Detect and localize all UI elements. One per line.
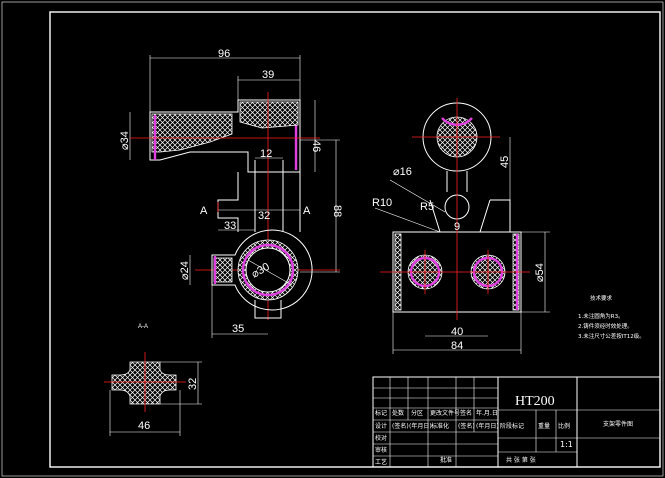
title-block xyxy=(372,376,661,468)
front-view xyxy=(129,55,340,338)
dim-32-section: 32 xyxy=(187,378,199,390)
dim-r5: R5 xyxy=(420,201,434,213)
dim-32: 32 xyxy=(258,210,270,222)
dim-35: 35 xyxy=(232,323,244,335)
row-process: 工艺 xyxy=(375,458,387,466)
dim-88: 88 xyxy=(331,205,343,217)
dim-40: 40 xyxy=(451,326,463,338)
cross-section xyxy=(104,352,202,436)
row-check: 校对 xyxy=(375,434,387,442)
mid-standard: 标准化 xyxy=(431,422,449,430)
note-item-2: 2.铸件须经时效处理。 xyxy=(578,322,633,330)
mid-sign: (签名) xyxy=(392,422,409,430)
header-cell-2: 处数 xyxy=(392,409,404,417)
dim-46-section: 46 xyxy=(138,420,150,432)
dim-r10: R10 xyxy=(372,197,392,209)
stage-label: 阶段标记 xyxy=(500,422,524,430)
approve-label: 批准 xyxy=(440,456,452,464)
row-design: 设计 xyxy=(375,422,387,430)
note-item-1: 1.未注圆角为R3。 xyxy=(578,312,624,320)
dim-46: 46 xyxy=(310,140,322,152)
dim-96: 96 xyxy=(218,48,230,60)
section-mark-left: A xyxy=(200,205,208,217)
mid-date: (年月日) xyxy=(409,422,432,430)
header-cell-4: 更改文件号 xyxy=(430,409,460,417)
row-review: 审核 xyxy=(375,446,387,454)
mid-date-2: (年月日) xyxy=(476,422,499,430)
dim-dia16: ⌀16 xyxy=(393,166,412,178)
scale-value: 1:1 xyxy=(560,440,573,449)
note-item-3: 3.未注尺寸公差按IT12级。 xyxy=(578,332,645,340)
header-cell-6: 年.月.日 xyxy=(476,409,498,417)
section-aa-label: A-A xyxy=(138,324,148,330)
side-view xyxy=(374,98,550,354)
notes-title: 技术要求 xyxy=(590,294,613,302)
dim-dia54: ⌀54 xyxy=(534,263,546,282)
dim-33: 33 xyxy=(224,220,236,232)
part-name: 支架零件图 xyxy=(603,420,633,428)
dim-39: 39 xyxy=(262,69,274,81)
dim-dia24: ⌀24 xyxy=(179,261,191,280)
material-label: HT200 xyxy=(515,394,555,409)
scale-label: 比例 xyxy=(558,422,570,430)
dim-45: 45 xyxy=(499,156,511,168)
dim-84: 84 xyxy=(451,340,463,352)
header-cell-1: 标记 xyxy=(375,409,387,417)
mid-sign-2: (签名) xyxy=(458,422,475,430)
dim-9: 9 xyxy=(454,221,460,233)
inner-frame xyxy=(49,11,661,468)
dim-dia34: ⌀34 xyxy=(119,131,131,150)
weight-label: 重量 xyxy=(538,422,550,430)
header-cell-3: 分区 xyxy=(411,409,423,417)
dim-12: 12 xyxy=(260,148,272,160)
sheet-footer: 共 张 第 张 xyxy=(506,456,536,464)
header-cell-5: 签名 xyxy=(460,409,472,417)
section-mark-right: A xyxy=(303,205,311,217)
